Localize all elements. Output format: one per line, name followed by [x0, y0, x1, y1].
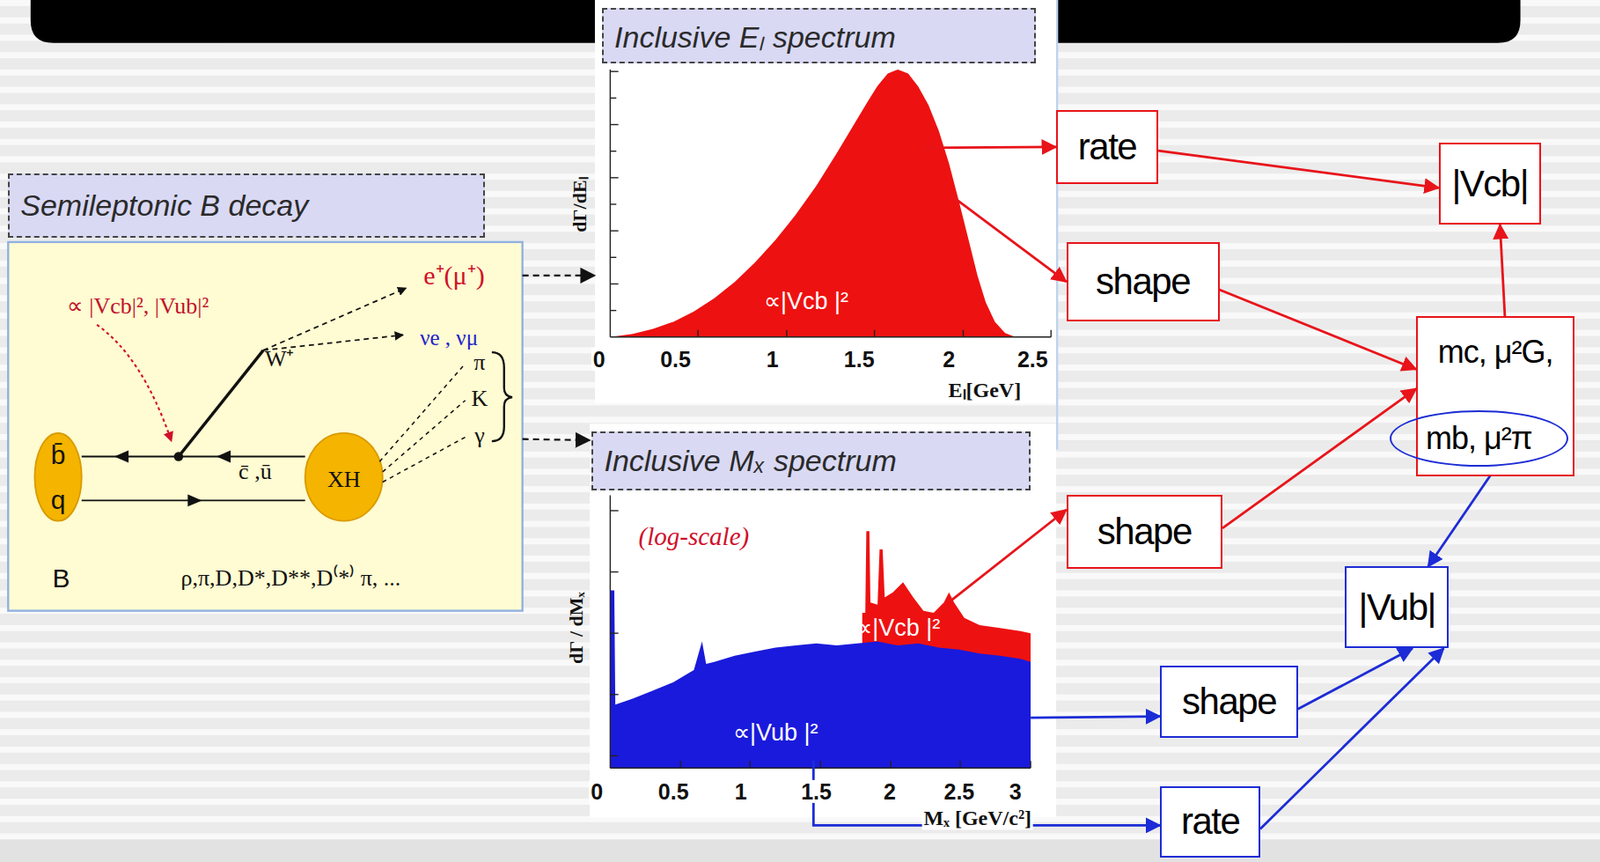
arrow-connector — [1030, 716, 1160, 719]
quark-label: b̄ — [51, 440, 67, 470]
axis-title: Eₗ[GeV] — [946, 379, 1024, 402]
panel-heading: Semileptonic B decay — [7, 173, 485, 238]
node-text: rate — [1078, 125, 1137, 169]
arrow-connector — [1499, 224, 1505, 316]
node-text: shape — [1181, 680, 1277, 723]
chart-ground — [589, 423, 1057, 817]
node-text: |Vub| — [1358, 586, 1437, 629]
node-text: shape — [1095, 260, 1190, 303]
parameter-box: mc, μ²G, mb, μ²π — [1416, 315, 1575, 477]
arrow-connector — [1219, 289, 1417, 369]
el-spectrum-fill — [609, 69, 1015, 338]
node-text: |Vcb| — [1451, 162, 1528, 206]
axis-tick-label: 0.5 — [656, 778, 691, 802]
area-label: ∝|Vcb |² — [763, 288, 849, 314]
meson-label: B — [52, 565, 71, 594]
lepton-label: e⁺(μ⁺) — [423, 261, 485, 290]
axis-tick-label: 1 — [764, 347, 781, 371]
result-box: |Vub| — [1344, 565, 1449, 648]
mx-axes — [609, 495, 1031, 769]
spectrum-chart: Inclusive Eₗ spectrum — [594, 5, 1057, 394]
arrow-connector — [1428, 466, 1498, 567]
node-text: shape — [1097, 510, 1192, 553]
arrow-connector — [923, 146, 1057, 150]
process-box: shape — [1066, 242, 1220, 322]
axis-tick-label: 0 — [588, 778, 605, 802]
el-axes — [609, 69, 1051, 338]
axis-title: dΓ / dMₓ — [566, 591, 588, 664]
arrow-connector — [948, 509, 1066, 602]
parameter-ellipse: mb, μ²π — [1389, 410, 1569, 467]
axis-title: dΓ/dEₗ — [569, 176, 590, 232]
axis-tick-label: 1.5 — [842, 347, 877, 371]
result-box: |Vcb| — [1438, 142, 1542, 225]
chart-ground — [594, 0, 1057, 404]
spectrum-chart: Inclusive Mₓ spectrum — [589, 428, 1051, 812]
node-text: rate — [1181, 800, 1240, 843]
particle-label: π — [473, 350, 485, 375]
arrow-connector — [1298, 647, 1413, 709]
process-box: shape — [1066, 494, 1223, 568]
process-box: shape — [1159, 665, 1299, 738]
axis-tick-label: 0 — [591, 347, 608, 371]
neutrino-label: νe , νμ — [419, 326, 478, 350]
decay-sketch — [34, 287, 513, 521]
node-text: mc, μ²G, — [1424, 333, 1566, 371]
panel-heading: Inclusive Eₗ spectrum — [601, 7, 1036, 64]
footer-band — [0, 838, 1600, 862]
image-edge — [1056, 0, 1058, 449]
axis-tick-label: 0.5 — [658, 347, 693, 371]
axis-tick-label: 2 — [940, 347, 957, 371]
boson-label: W⁺ — [264, 346, 295, 371]
axis-tick-label: 2.5 — [1015, 347, 1050, 371]
quark-label: q — [51, 485, 67, 514]
process-box: rate — [1159, 785, 1261, 858]
node-text: mb, μ²π — [1425, 419, 1533, 457]
axis-tick-label: 3 — [1007, 778, 1024, 802]
area-label: ∝|Vub |² — [733, 719, 819, 745]
panel-heading: Inclusive Mₓ spectrum — [591, 431, 1031, 490]
coupling-label: ∝ |Vcb|², |Vub|² — [66, 293, 209, 318]
axis-tick-label: 2 — [881, 778, 898, 802]
arrow-connector — [522, 274, 595, 277]
process-box: rate — [1056, 110, 1159, 184]
scale-note: (log-scale) — [638, 521, 750, 549]
area-label: ∝|Vcb |² — [855, 615, 940, 640]
particle-label: γ — [474, 423, 485, 448]
hadron-label: XH — [327, 467, 361, 492]
axis-tick-label: 1.5 — [799, 778, 834, 802]
arrow-connector — [522, 439, 591, 441]
axis-tick-label: 1 — [733, 778, 749, 802]
arrow-connector — [1158, 150, 1439, 188]
final-state-label: ρ,π,D,D*,D**,D⁽*⁾ π, ... — [181, 566, 402, 591]
axis-title: Mₓ [GeV/c²] — [921, 807, 1034, 830]
decay-panel-ground — [7, 242, 522, 611]
particle-label: K — [471, 387, 489, 412]
quark-label: c̄ ,ū — [238, 459, 272, 484]
axis-tick-label: 2.5 — [941, 778, 977, 802]
mx-up-fill — [609, 589, 1031, 768]
arrow-connector — [948, 193, 1066, 282]
arrow-connector — [1222, 388, 1417, 529]
